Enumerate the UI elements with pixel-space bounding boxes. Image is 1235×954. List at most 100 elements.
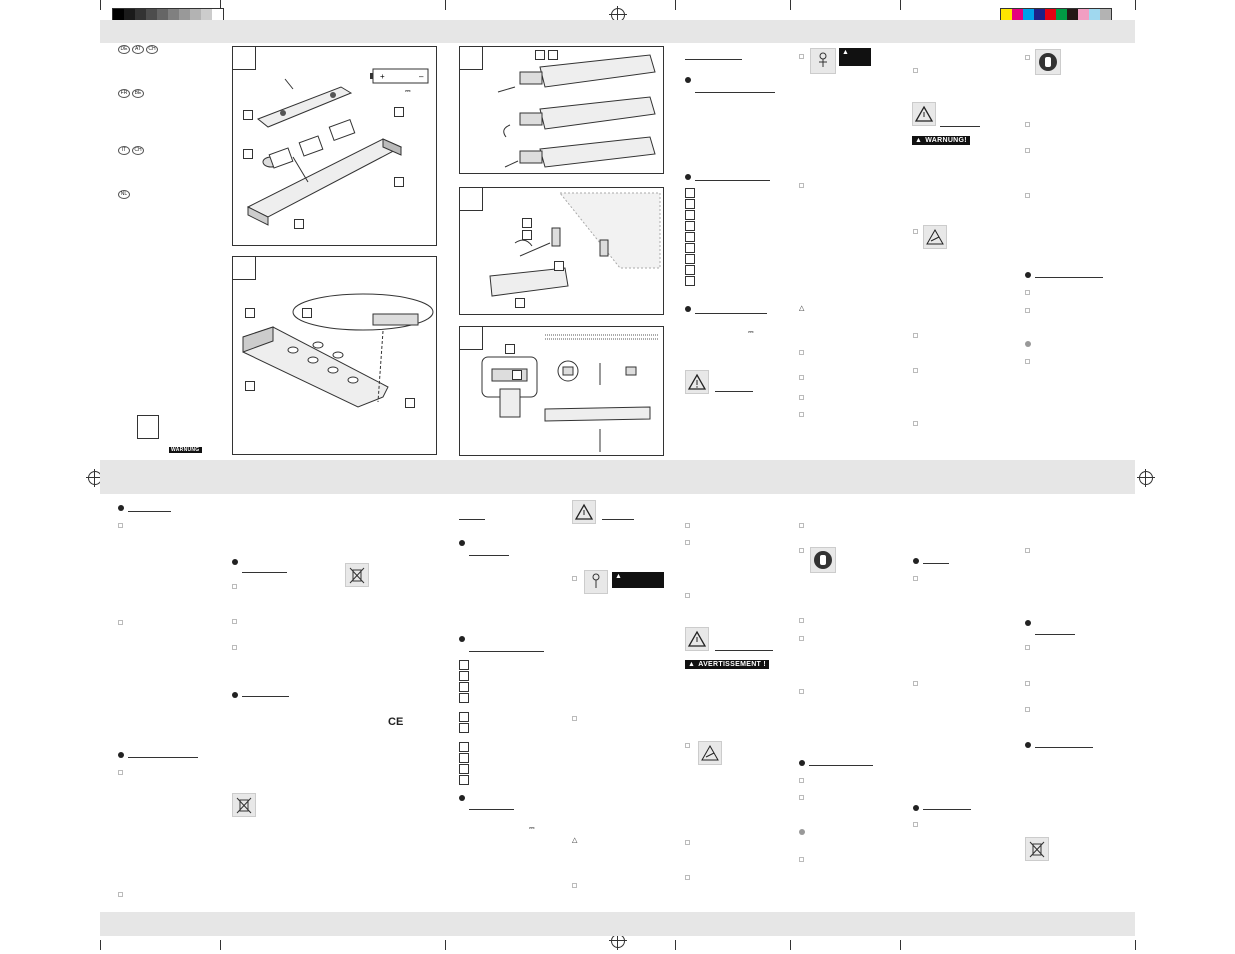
panel-label (460, 47, 483, 70)
registration-mark-right (1137, 469, 1155, 487)
color-swatch (212, 9, 223, 20)
list-bullet (118, 620, 123, 625)
color-swatch (113, 9, 124, 20)
list-bullet (1025, 681, 1030, 686)
part-number-box (459, 682, 469, 692)
callout (243, 110, 253, 120)
warning-badge-de: ▲WARNUNG! (912, 136, 970, 145)
callout (512, 370, 522, 380)
section-rule (242, 572, 287, 573)
warning-triangle-icon (685, 627, 709, 651)
crossed-bin-icon (232, 793, 256, 817)
list-bullet (913, 333, 918, 338)
color-swatch (1089, 9, 1100, 20)
section-header (685, 74, 697, 84)
callout (554, 261, 564, 271)
list-bullet (913, 681, 918, 686)
section-rule (459, 519, 485, 520)
middle-band (100, 460, 1135, 494)
section-rule (1035, 277, 1103, 278)
small-warning-triangle: △ (572, 837, 578, 844)
crop-mark (900, 0, 901, 10)
crop-mark (900, 940, 901, 950)
child-danger-icon (810, 48, 836, 74)
part-number-box (459, 764, 469, 774)
section-header (685, 303, 697, 313)
crop-mark (445, 940, 446, 950)
panel-label (460, 327, 483, 350)
color-swatch (1023, 9, 1034, 20)
section-header (799, 757, 811, 767)
part-number-box (459, 742, 469, 752)
footer-band (100, 912, 1135, 936)
callout (548, 50, 558, 60)
battery-dc-symbol: ⎓ (405, 88, 411, 95)
part-number-box (459, 693, 469, 703)
warning-badge-small: WARNUNG (169, 447, 202, 453)
dc-symbol: ⎓ (529, 825, 535, 832)
list-bullet (913, 822, 918, 827)
section-header (913, 802, 925, 812)
list-bullet (913, 421, 918, 426)
list-bullet (1025, 193, 1030, 198)
section-header (1025, 617, 1037, 627)
part-number-box (459, 671, 469, 681)
section-rule (809, 765, 873, 766)
ce-mark: CE (388, 716, 404, 728)
color-swatch (1067, 9, 1078, 20)
part-number-box (685, 265, 695, 275)
callout (243, 149, 253, 159)
section-header (232, 689, 244, 699)
wallmount-illustration (489, 192, 661, 297)
section-rule (1035, 747, 1093, 748)
section-header (118, 502, 130, 512)
section-header (799, 826, 811, 836)
section-rule (469, 555, 509, 556)
part-number-box (459, 753, 469, 763)
lang-code: FR (118, 89, 130, 98)
warning-triangle-icon (912, 102, 936, 126)
color-swatch (1001, 9, 1012, 20)
section-header (232, 556, 244, 566)
dc-symbol: ⎓ (748, 329, 754, 336)
section-rule (128, 511, 171, 512)
list-bullet (1025, 548, 1030, 553)
page-number-box (137, 415, 159, 439)
callout (405, 398, 415, 408)
crop-mark (220, 0, 221, 10)
list-bullet (685, 540, 690, 545)
list-bullet (685, 523, 690, 528)
list-bullet (799, 350, 804, 355)
part-number-box (459, 775, 469, 785)
list-bullet (685, 875, 690, 880)
list-bullet (685, 743, 690, 748)
crop-mark (675, 940, 676, 950)
list-bullet (1025, 55, 1030, 60)
section-header (685, 171, 697, 181)
list-bullet (1025, 308, 1030, 313)
color-swatch (179, 9, 190, 20)
callout (515, 298, 525, 308)
callout (394, 107, 404, 117)
list-bullet (572, 716, 577, 721)
lang-code: AT (132, 45, 144, 54)
color-swatch (1034, 9, 1045, 20)
warning-triangle-icon (685, 370, 709, 394)
warning-triangle-icon (572, 500, 596, 524)
color-swatch (190, 9, 201, 20)
section-header (459, 792, 471, 802)
warning-badge: ▲ (612, 572, 664, 588)
list-bullet (1025, 707, 1030, 712)
list-bullet (1025, 359, 1030, 364)
list-bullet (799, 636, 804, 641)
section-rule (1035, 634, 1075, 635)
crop-mark (100, 940, 101, 950)
lang-code: IT (118, 146, 130, 155)
callout (535, 50, 545, 60)
figure-panel-battery: + – ⎓ (232, 46, 437, 246)
battery-illustration: + – ⎓ (246, 68, 429, 226)
section-rule (715, 391, 753, 392)
color-swatch (1078, 9, 1089, 20)
part-number-box (685, 188, 695, 198)
section-rule (715, 650, 773, 651)
